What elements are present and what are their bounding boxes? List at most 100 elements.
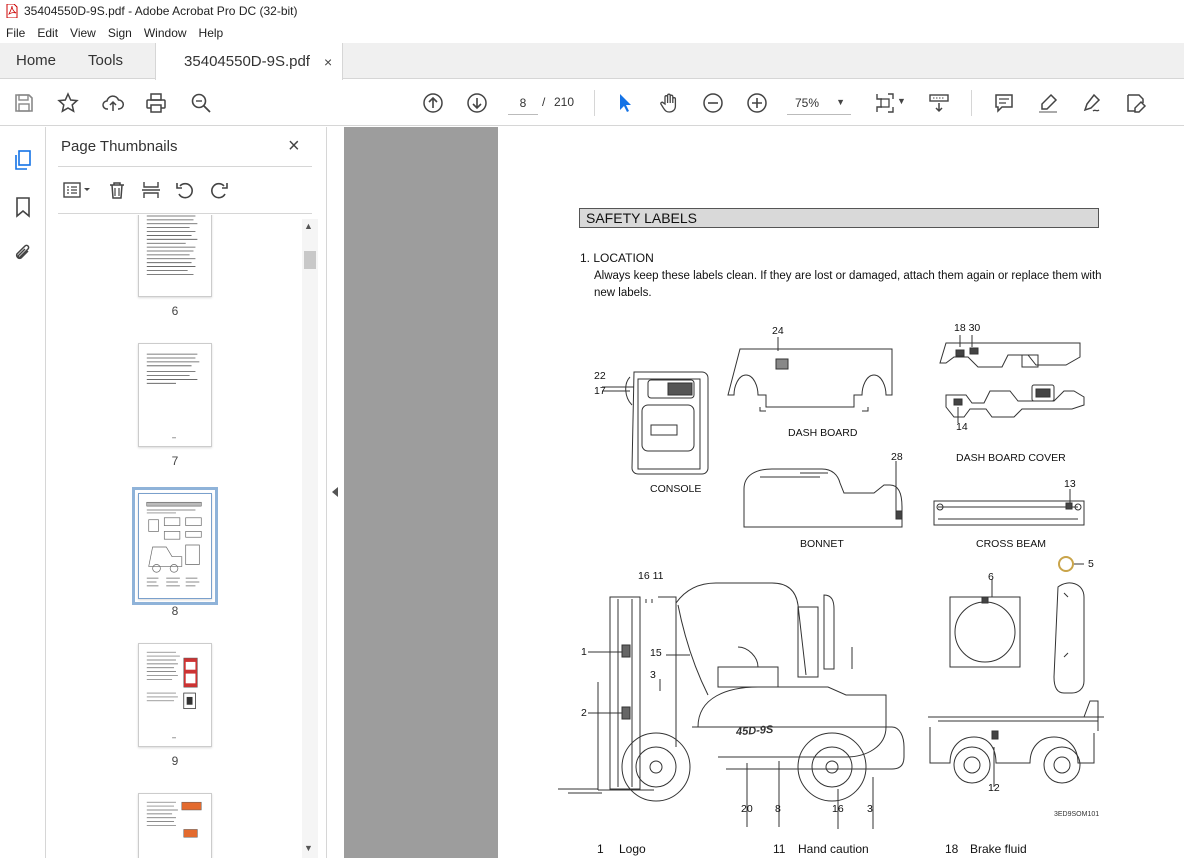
thumbnail-page-6[interactable]: [138, 215, 212, 297]
thumbnail-page-7[interactable]: [138, 343, 212, 447]
zoom-search-icon[interactable]: [189, 91, 213, 115]
zoom-level-select[interactable]: 75% ▼: [787, 91, 851, 115]
tab-bar: Home Tools 35404550D-9S.pdf ×: [0, 43, 1184, 80]
highlight-pen-icon[interactable]: [1036, 91, 1060, 115]
fill-sign-icon[interactable]: [1124, 91, 1148, 115]
pdf-page: SAFETY LABELS 1. LOCATION Always keep th…: [498, 127, 1184, 858]
save-icon[interactable]: [12, 91, 36, 115]
legend-number: 1: [597, 842, 604, 856]
callout-20: 20: [741, 803, 753, 815]
thumbnail-label: 9: [171, 754, 179, 768]
callout-6: 6: [988, 571, 994, 583]
thumbnail-list: 6 7: [58, 215, 304, 858]
toolbar-divider: [594, 90, 595, 116]
upload-cloud-icon[interactable]: [101, 91, 125, 115]
callout-5: 5: [1088, 558, 1094, 570]
panel-close-icon[interactable]: ×: [288, 135, 300, 157]
panel-title: Page Thumbnails: [61, 138, 178, 155]
total-pages: 210: [554, 95, 575, 109]
scrollbar-thumb[interactable]: [304, 251, 316, 269]
tab-tools[interactable]: Tools: [88, 52, 124, 69]
title-bar: 35404550D-9S.pdf - Adobe Acrobat Pro DC …: [0, 0, 1184, 22]
panel-divider: [58, 213, 312, 214]
zoom-out-icon[interactable]: [701, 91, 725, 115]
menu-edit[interactable]: Edit: [37, 25, 59, 40]
callout-17: 17: [594, 385, 606, 397]
callout-3-lower: 3: [867, 803, 873, 815]
draw-signature-icon[interactable]: [1080, 91, 1104, 115]
rotate-counterclockwise-icon[interactable]: [170, 177, 200, 203]
menu-file[interactable]: File: [6, 25, 26, 40]
menu-sign[interactable]: Sign: [107, 25, 132, 40]
callout-22: 22: [594, 370, 606, 382]
previous-page-icon[interactable]: [421, 91, 445, 115]
scroll-up-icon[interactable]: ▲: [304, 221, 313, 231]
bookmarks-icon[interactable]: [10, 194, 36, 220]
navigation-rail: [0, 127, 46, 858]
callout-1: 1: [581, 646, 587, 658]
scroll-mode-icon[interactable]: [927, 91, 951, 115]
select-cursor-icon[interactable]: [613, 91, 637, 115]
page-number-input[interactable]: [508, 91, 538, 115]
legend-text: Hand caution: [798, 842, 869, 856]
main-toolbar: / 210 75% ▼ ▼: [0, 80, 1184, 126]
menu-help[interactable]: Help: [198, 25, 224, 40]
callout-15: 15: [650, 647, 662, 659]
legend-text: Brake fluid: [970, 842, 1027, 856]
callout-18-30: 18 30: [954, 322, 981, 334]
callout-2: 2: [581, 707, 587, 719]
delete-page-icon[interactable]: [102, 177, 132, 203]
thumbnail-page-10[interactable]: [138, 793, 212, 858]
document-viewport[interactable]: SAFETY LABELS 1. LOCATION Always keep th…: [344, 127, 1184, 858]
menu-bar: File Edit View Sign Window Help: [0, 22, 1184, 43]
attachments-paperclip-icon[interactable]: [10, 240, 36, 266]
thumbnail-page-8[interactable]: [132, 487, 218, 605]
tab-document[interactable]: 35404550D-9S.pdf ×: [155, 43, 344, 80]
window-title: 35404550D-9S.pdf - Adobe Acrobat Pro DC …: [24, 4, 298, 18]
callout-13: 13: [1064, 478, 1076, 490]
scroll-down-icon[interactable]: ▼: [304, 843, 313, 853]
callout-14: 14: [956, 421, 968, 433]
thumbnail-page-image: [146, 215, 198, 275]
safety-labels-diagram: [558, 335, 1104, 829]
tab-home[interactable]: Home: [16, 52, 57, 69]
tab-close-icon[interactable]: ×: [323, 53, 333, 70]
chevron-down-icon: ▼: [836, 97, 845, 107]
bookmark-star-icon[interactable]: [56, 91, 80, 115]
menu-window[interactable]: Window: [143, 25, 187, 40]
zoom-level-value: 75%: [795, 95, 820, 110]
page-fit-icon[interactable]: [873, 91, 897, 115]
bonnet-label: BONNET: [800, 538, 844, 550]
legend-number: 18: [945, 842, 959, 856]
dash-board-label: DASH BOARD: [788, 427, 858, 439]
rotate-clockwise-icon[interactable]: [204, 177, 234, 203]
legend-number: 11: [773, 842, 786, 856]
thumbnail-page-9[interactable]: [138, 643, 212, 747]
toolbar-divider: [971, 90, 972, 116]
callout-3-upper: 3: [650, 669, 656, 681]
next-page-icon[interactable]: [465, 91, 489, 115]
legend-text: Logo: [619, 842, 646, 856]
collapse-panel-icon[interactable]: [332, 487, 338, 497]
thumbnail-label: 7: [171, 454, 179, 468]
panel-splitter[interactable]: [326, 127, 344, 858]
thumbnail-page-image: [146, 501, 202, 587]
callout-12: 12: [988, 782, 1000, 794]
hand-pan-icon[interactable]: [657, 91, 681, 115]
page-thumbnails-icon[interactable]: [10, 147, 36, 173]
thumbnail-page-image: [146, 801, 202, 838]
thumbnail-options-icon[interactable]: [58, 177, 98, 203]
thumbnail-scrollbar[interactable]: [302, 219, 318, 858]
page-fit-chevron-icon[interactable]: ▼: [897, 96, 906, 106]
panel-divider: [58, 166, 312, 167]
figure-code: 3ED9SOM101: [1054, 811, 1100, 818]
menu-view[interactable]: View: [70, 25, 96, 40]
comment-icon[interactable]: [992, 91, 1016, 115]
zoom-in-icon[interactable]: [745, 91, 769, 115]
callout-8: 8: [775, 803, 781, 815]
location-text: Always keep these labels clean. If they …: [594, 270, 1102, 299]
extract-page-icon[interactable]: [136, 177, 166, 203]
tab-document-label: 35404550D-9S.pdf: [184, 53, 310, 70]
print-icon[interactable]: [144, 91, 168, 115]
console-label: CONSOLE: [650, 483, 702, 495]
